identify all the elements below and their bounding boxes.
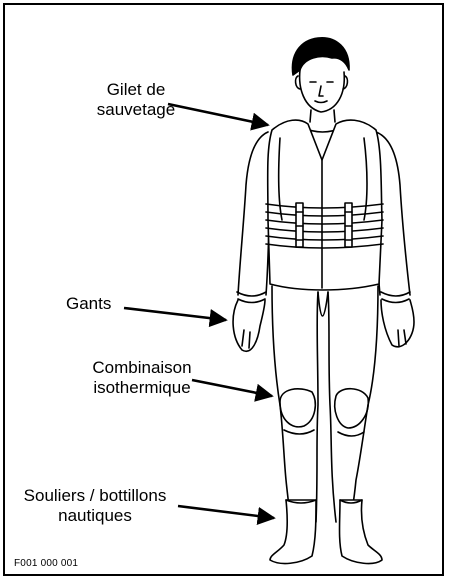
right-leg <box>350 286 378 522</box>
arrow-gloves <box>124 308 226 320</box>
label-life-jacket: Gilet de sauvetage <box>76 80 196 120</box>
label-life-jacket-line2: sauvetage <box>76 100 196 120</box>
label-gloves: Gants <box>66 294 111 314</box>
head <box>300 70 345 112</box>
label-boots-line1: Souliers / bottillons <box>10 486 180 506</box>
figure-code: F001 000 001 <box>14 558 78 569</box>
left-boot <box>270 500 316 563</box>
right-knee-pad <box>335 389 369 428</box>
right-glove <box>381 300 414 347</box>
label-gloves-text: Gants <box>66 294 111 314</box>
left-knee-pad <box>280 389 315 427</box>
arrow-boots <box>178 506 274 518</box>
right-boot <box>340 500 383 563</box>
label-wetsuit-line2: isothermique <box>82 378 202 398</box>
left-arm <box>238 132 268 295</box>
label-life-jacket-line1: Gilet de <box>76 80 196 100</box>
label-boots-line2: nautiques <box>10 506 180 526</box>
hair <box>292 38 349 75</box>
label-wetsuit-line1: Combinaison <box>82 358 202 378</box>
inner-legs <box>316 292 318 522</box>
label-wetsuit: Combinaison isothermique <box>82 358 202 398</box>
arrow-wetsuit <box>192 380 272 396</box>
left-leg <box>272 286 290 522</box>
label-boots: Souliers / bottillons nautiques <box>10 486 180 526</box>
